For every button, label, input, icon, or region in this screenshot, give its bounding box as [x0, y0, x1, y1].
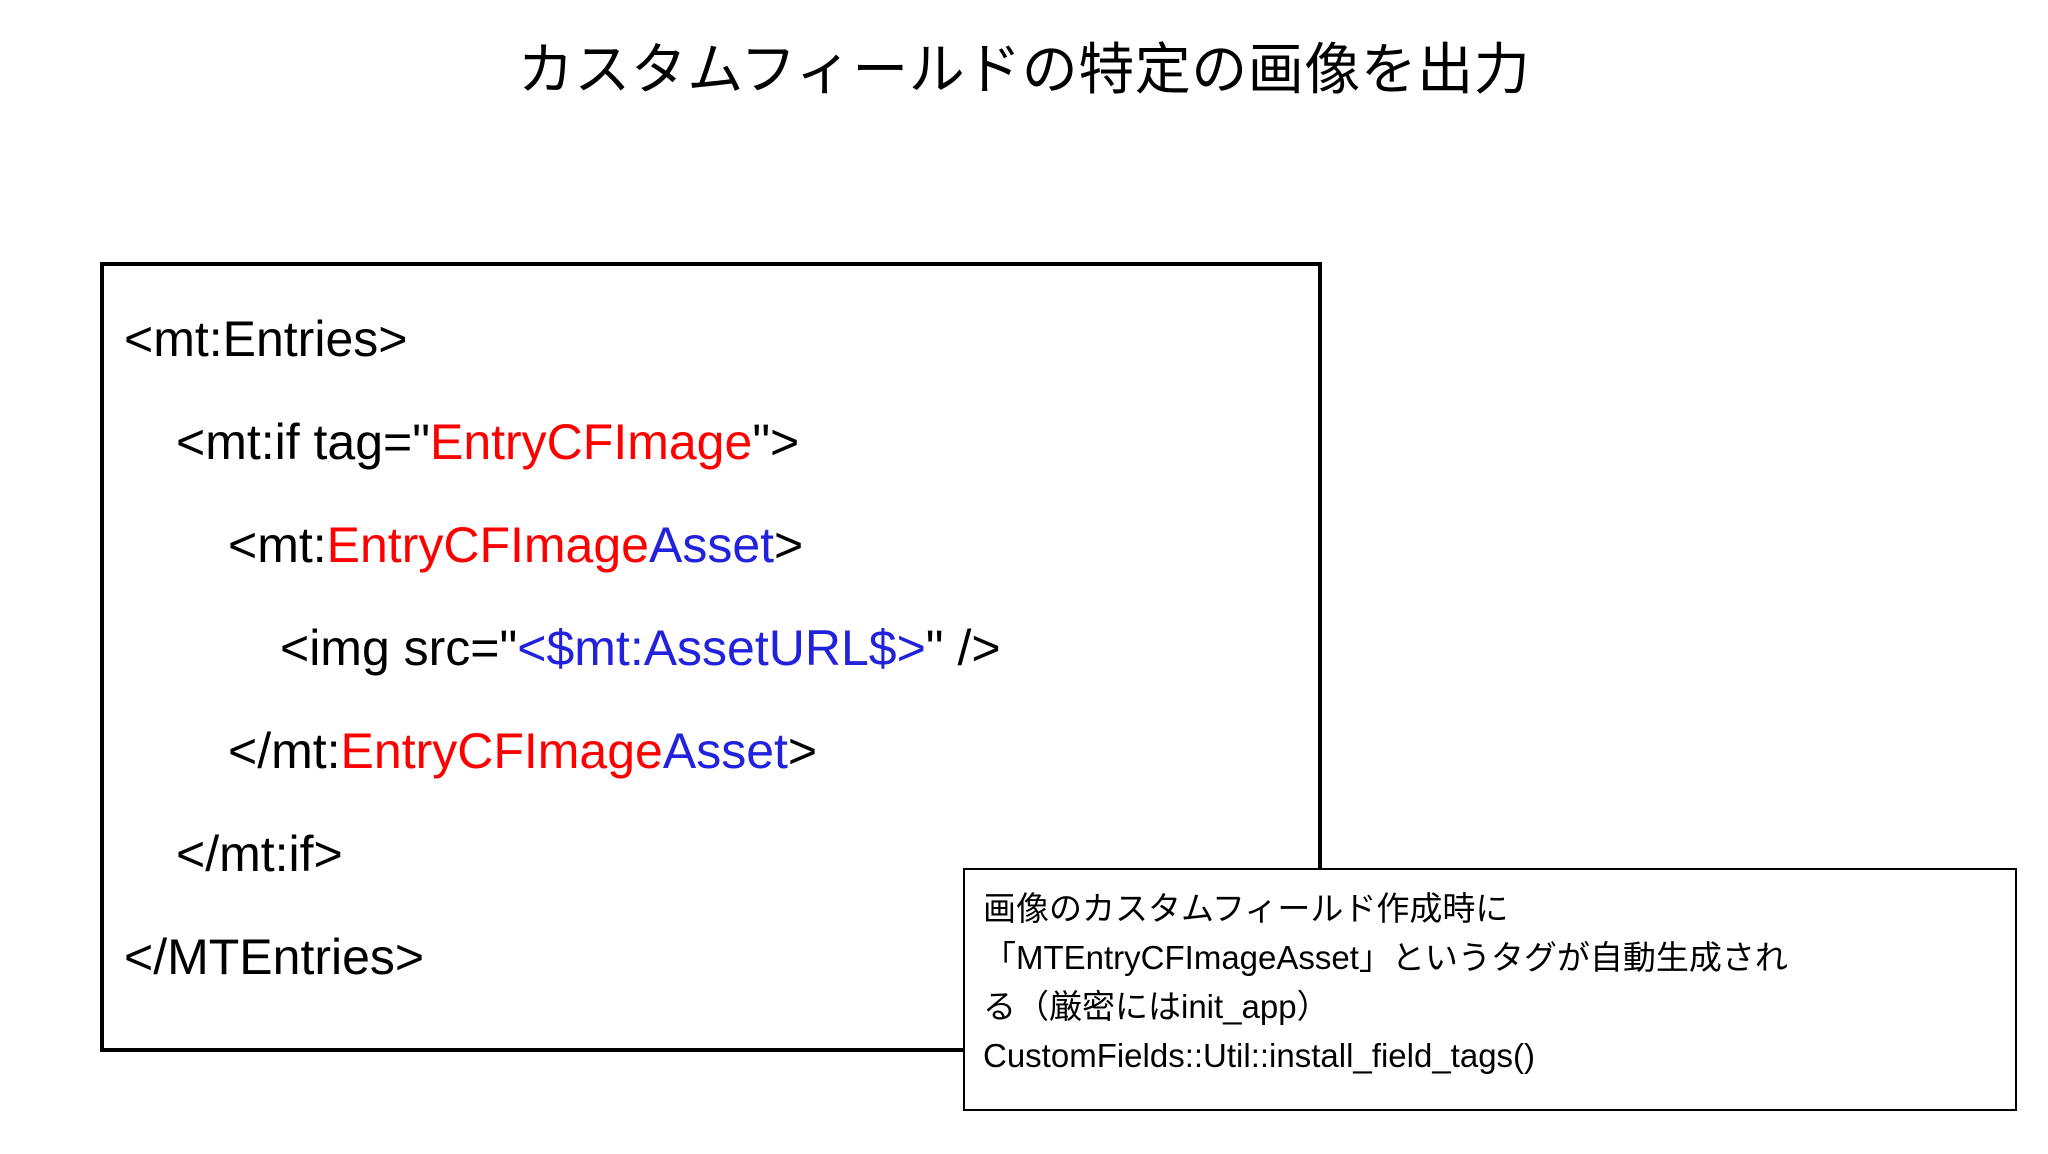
page-title: カスタムフィールドの特定の画像を出力: [517, 38, 1531, 101]
code-line: </MTEntries>: [124, 906, 1318, 1009]
code-token-plain: >: [787, 723, 818, 779]
code-token-plain: ">: [752, 414, 800, 470]
code-line: </mt:EntryCFImageAsset>: [124, 700, 1318, 803]
code-token-blue: <$mt:AssetURL$>: [517, 620, 926, 676]
annotation-line-list: 画像のカスタムフィールド作成時に「MTEntryCFImageAsset」という…: [983, 884, 1999, 1080]
code-token-red: EntryCFImage: [429, 414, 753, 470]
code-token-plain: </MTEntries>: [124, 929, 425, 985]
annotation-line: る（厳密にはinit_app）: [983, 988, 1330, 1025]
code-token-plain: >: [774, 517, 804, 573]
code-line: <mt:Entries>: [124, 288, 1318, 391]
code-token-plain: <mt:Entries>: [124, 311, 408, 367]
code-token-plain: " />: [925, 620, 1001, 676]
code-token-plain: </mt:if>: [176, 826, 343, 882]
code-token-plain: <mt:if tag=": [176, 414, 430, 470]
annotation-line: CustomFields::Util::install_field_tags(): [983, 1037, 1536, 1074]
code-line-list: <mt:Entries><mt:if tag="EntryCFImage"><m…: [104, 266, 1318, 1009]
code-token-plain: </mt:: [228, 723, 341, 779]
code-line: <mt:if tag="EntryCFImage">: [124, 391, 1318, 494]
code-token-plain: <img src=": [280, 620, 518, 676]
code-block: <mt:Entries><mt:if tag="EntryCFImage"><m…: [100, 262, 1322, 1052]
code-token-plain: <mt:: [228, 517, 327, 573]
code-token-red: EntryCFImage: [340, 723, 663, 779]
code-line: <mt:EntryCFImageAsset>: [124, 494, 1318, 597]
annotation-callout: 画像のカスタムフィールド作成時に「MTEntryCFImageAsset」という…: [963, 868, 2017, 1111]
annotation-line: 画像のカスタムフィールド作成時に: [983, 890, 1509, 927]
code-token-blue: Asset: [648, 517, 775, 573]
annotation-line: 「MTEntryCFImageAsset」というタグが自動生成され: [983, 939, 1788, 976]
code-token-blue: Asset: [662, 723, 788, 779]
code-line: <img src="<$mt:AssetURL$>" />: [124, 597, 1318, 700]
code-line: </mt:if>: [124, 803, 1318, 906]
code-token-red: EntryCFImage: [326, 517, 649, 573]
